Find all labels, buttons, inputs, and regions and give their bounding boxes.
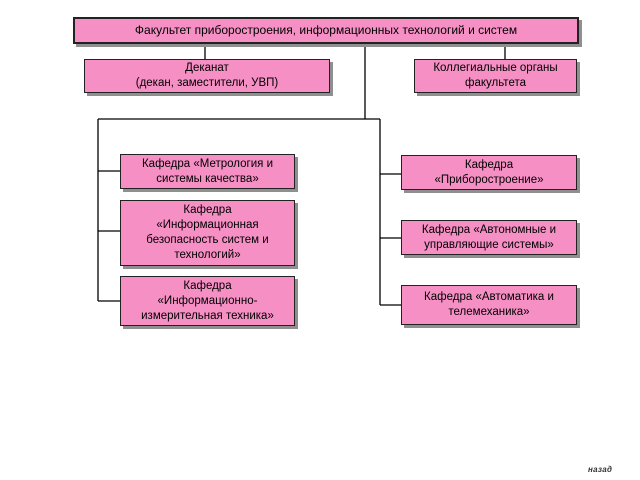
collegial-bodies-box: Коллегиальные органы факультета	[414, 59, 577, 93]
dept-instrument-box: Кафедра «Приборостроение»	[401, 155, 577, 190]
faculty-box: Факультет приборостроения, информационны…	[73, 17, 579, 44]
deanery-label: Деканат (декан, заместители, УВП)	[135, 62, 279, 89]
dept-measurement-label: Кафедра «Информационно- измерительная те…	[141, 279, 274, 322]
deanery-box: Деканат (декан, заместители, УВП)	[84, 59, 330, 93]
dept-measurement-box: Кафедра «Информационно- измерительная те…	[120, 276, 295, 326]
dept-autonomous-label: Кафедра «Автономные и управляющие систем…	[421, 223, 557, 251]
dept-automation-box: Кафедра «Автоматика и телемеханика»	[401, 285, 577, 325]
dept-infosec-box: Кафедра «Информационная безопасность сис…	[120, 200, 295, 266]
dept-autonomous-box: Кафедра «Автономные и управляющие систем…	[401, 220, 577, 255]
dept-automation-label: Кафедра «Автоматика и телемеханика»	[424, 291, 554, 318]
dept-metrology-label: Кафедра «Метрология и системы качества»	[141, 157, 274, 185]
dept-metrology-box: Кафедра «Метрология и системы качества»	[120, 154, 295, 189]
dept-instrument-label: Кафедра «Приборостроение»	[434, 158, 544, 186]
back-link[interactable]: назад	[588, 465, 613, 474]
dept-infosec-label: Кафедра «Информационная безопасность сис…	[146, 204, 269, 261]
faculty-label: Факультет приборостроения, информационны…	[134, 23, 518, 37]
collegial-bodies-label: Коллегиальные органы факультета	[433, 62, 558, 89]
